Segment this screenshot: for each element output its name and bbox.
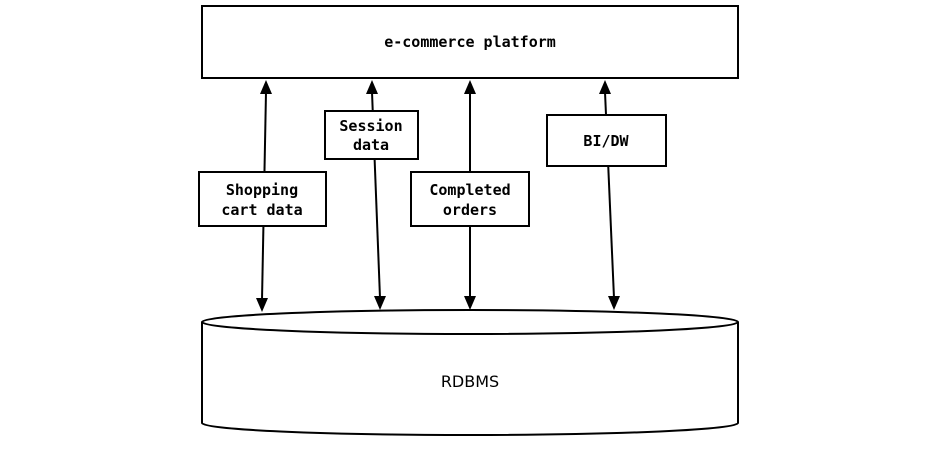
database-label: RDBMS [441,372,499,391]
flow-label-line2: orders [443,201,497,219]
flow-label-session: Session data [324,110,419,160]
flow-label-line2: data [353,136,389,154]
arrow-head-down [256,298,268,312]
platform-node: e-commerce platform [201,5,739,79]
flow-label-line2: cart data [221,201,302,219]
arrow-head-down [374,296,386,310]
flow-label-completed-orders: Completed orders [410,171,530,227]
arrow-head-up [366,80,378,94]
flow-label-line1: Completed [429,181,510,199]
arrow-head-down [464,296,476,310]
database-top [201,309,739,335]
database-node: RDBMS [201,309,739,436]
flow-label-line1: Shopping [226,181,298,199]
arrow-head-down [608,296,620,310]
database-body [201,322,739,436]
flow-label-shopping-cart: Shopping cart data [198,171,327,227]
arrow-head-up [464,80,476,94]
arrow-head-up [599,80,611,94]
flow-label-line1: Session [339,117,402,135]
flow-label-line1: BI/DW [583,132,629,150]
arrow-head-up [260,80,272,94]
platform-label: e-commerce platform [384,33,556,51]
flow-label-bi-dw: BI/DW [546,114,667,167]
